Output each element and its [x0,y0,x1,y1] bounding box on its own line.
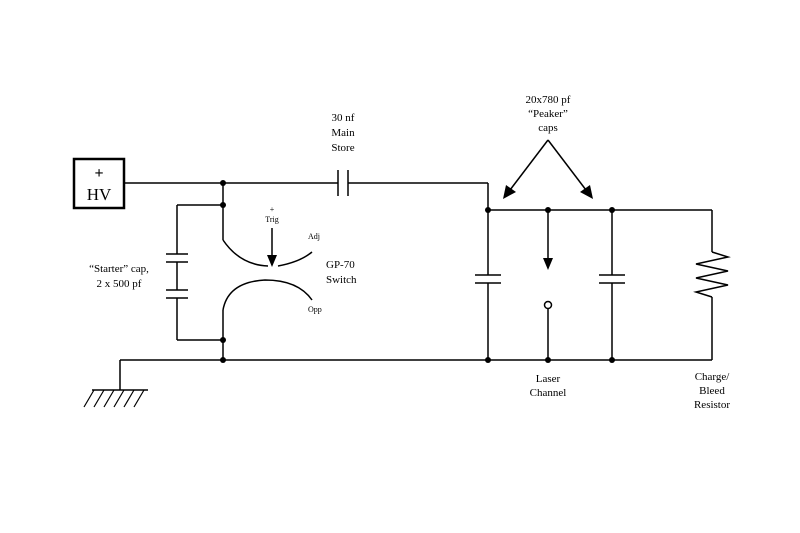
laser-channel-electrodes [543,210,553,360]
top-wire [124,182,489,210]
trig-plus-label: + [270,205,275,214]
peaker-label-2: “Peaker” [528,108,568,120]
resistor-label-2: Bleed [699,385,725,397]
adj-label: Adj [308,232,320,241]
switch-label-1: GP-70 [326,259,355,271]
junction-dots [220,180,615,363]
starter-capacitor-loop [166,204,223,341]
hv-label: HV [87,185,112,204]
peaker-capacitor-2 [599,210,625,360]
trigger-arrow-icon [267,255,277,267]
peaker-capacitor-1 [475,210,501,360]
starter-label-1: “Starter” cap, [89,263,149,275]
bleed-resistor [693,210,731,360]
main-store-label-3: Store [331,142,354,154]
main-store-capacitor [337,170,349,196]
peaker-arrows [503,139,593,199]
main-store-label-1: 30 nf [332,112,355,124]
switch-label-2: Switch [326,274,357,286]
switch-opp-electrode [222,279,313,311]
hv-plus-sign: + [94,165,103,182]
ground-symbol-icon [83,389,148,408]
opp-label: Opp [308,305,322,314]
main-store-label-2: Main [331,127,355,139]
trig-label: Trig [265,215,279,224]
peaker-label-3: caps [538,122,558,134]
ground-wire [119,359,712,390]
laser-channel-label-1: Laser [536,373,561,385]
peaker-label-1: 20x780 pf [526,94,571,106]
resistor-label-3: Resistor [694,399,730,411]
starter-label-2: 2 x 500 pf [97,278,142,290]
switch-adj-electrode-right [277,251,313,267]
switch-adj-electrode [222,239,269,267]
laser-channel-label-2: Channel [530,387,567,399]
resistor-label-1: Charge/ [695,371,731,383]
